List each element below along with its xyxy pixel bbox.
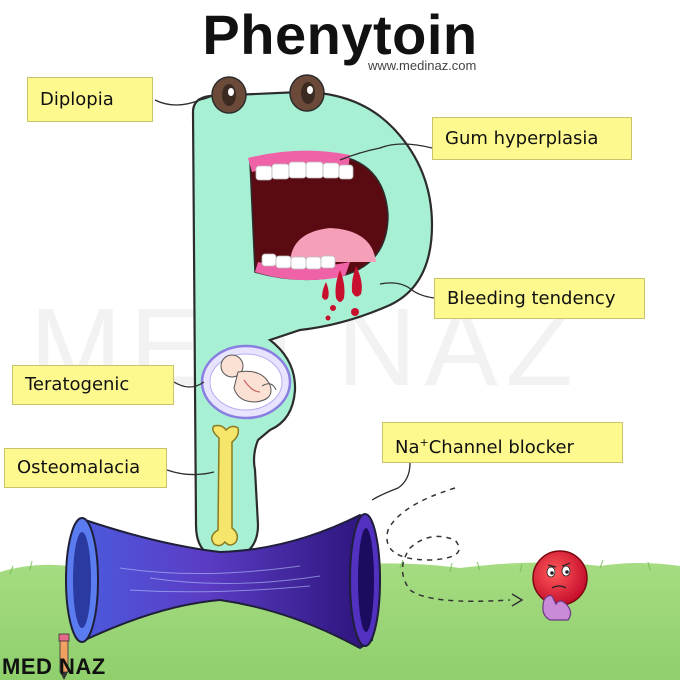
website-url: www.medinaz.com — [368, 58, 476, 73]
page-title: Phenytoin — [0, 2, 680, 67]
channel-blocker-text: Channel blocker — [429, 437, 574, 458]
label-osteomalacia-text: Osteomalacia — [5, 449, 166, 487]
mouth — [248, 151, 388, 281]
logo: MED NAZ — [2, 654, 106, 680]
label-na-channel-blocker-text: Na+Channel blocker — [383, 423, 622, 467]
label-gum-hyperplasia: Gum hyperplasia — [432, 117, 632, 160]
na-charge: + — [420, 436, 429, 449]
label-teratogenic-text: Teratogenic — [13, 366, 173, 404]
label-diplopia-text: Diplopia — [28, 78, 152, 121]
label-gum-hyperplasia-text: Gum hyperplasia — [433, 118, 631, 159]
label-osteomalacia: Osteomalacia — [4, 448, 167, 488]
label-bleeding-tendency-text: Bleeding tendency — [435, 279, 644, 318]
label-diplopia: Diplopia — [27, 77, 153, 122]
label-teratogenic: Teratogenic — [12, 365, 174, 405]
na-symbol: Na — [395, 437, 420, 458]
label-na-channel-blocker: Na+Channel blocker — [382, 422, 623, 463]
fetus-icon — [202, 346, 290, 418]
label-bleeding-tendency: Bleeding tendency — [434, 278, 645, 319]
